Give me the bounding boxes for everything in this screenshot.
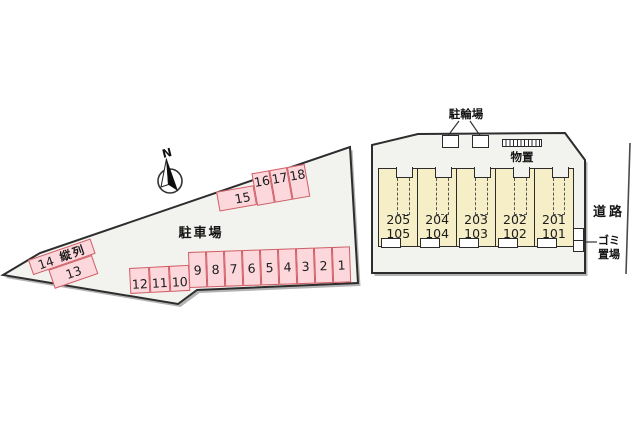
garbage-box-divider (574, 240, 583, 241)
space-number: 5 (265, 259, 274, 275)
parking-space-3: 3 (295, 247, 316, 285)
storage-units-row (502, 139, 542, 147)
unit-top-notch (551, 167, 569, 179)
unit-lower-number: 101 (541, 226, 566, 242)
garbage-area-label: ゴミ 置場 (598, 234, 620, 262)
stairs-dashed-outline (436, 178, 449, 215)
unit-upper-number: 203 (464, 212, 488, 227)
unit-lower-number: 102 (503, 226, 527, 242)
bicycle-parking-spot (442, 135, 459, 148)
road-label: 道路 (593, 205, 626, 220)
unit-top-notch (512, 167, 530, 179)
garbage-label-line1: ゴミ (598, 234, 620, 247)
unit-lower-number: 104 (425, 226, 450, 242)
compass-north-label: N (161, 145, 174, 161)
unit-lower-number: 103 (464, 226, 488, 242)
space-number: 9 (193, 262, 202, 278)
storage-label: 物置 (510, 150, 534, 164)
space-number: 4 (283, 258, 292, 275)
parking-space-11: 11 (148, 265, 171, 293)
stairs-dashed-outline (552, 178, 566, 215)
unit-top-notch (473, 167, 491, 179)
parking-space-8: 8 (205, 250, 226, 288)
stairs-dashed-outline (513, 178, 527, 215)
space-number: 13 (63, 262, 84, 282)
parking-space-9: 9 (188, 251, 208, 288)
unit-upper-number: 201 (541, 212, 566, 227)
garbage-area-box (573, 228, 584, 252)
stairs-dashed-outline (474, 178, 488, 215)
stairs-dashed-outline (397, 178, 410, 215)
space-number: 1 (337, 257, 346, 273)
compass-icon: N (157, 145, 183, 194)
parking-space-6: 6 (241, 249, 262, 287)
space-number: 8 (211, 261, 220, 277)
unit-201-101: 201 101 (533, 167, 575, 248)
space-number: 6 (247, 260, 256, 276)
parking-row-12-10: 12 11 10 (129, 264, 191, 294)
space-number: 2 (319, 257, 328, 273)
unit-upper-number: 202 (503, 212, 527, 227)
unit-upper-number: 205 (386, 212, 411, 227)
space-number: 18 (288, 166, 307, 184)
bicycle-pointer-lines (446, 120, 482, 138)
unit-entry-porch (458, 237, 480, 248)
parking-space-5: 5 (259, 248, 280, 286)
unit-number-label: 201 101 (535, 212, 574, 242)
parking-space-2: 2 (313, 246, 334, 284)
unit-lower-number: 105 (386, 226, 411, 242)
parking-space-12: 12 (129, 266, 151, 294)
space-number: 3 (301, 258, 310, 274)
space-number: 10 (171, 273, 189, 290)
unit-number-label: 204 104 (418, 212, 457, 242)
unit-entry-porch (497, 237, 519, 248)
space-number: 7 (229, 260, 238, 277)
bicycle-parking-spot (472, 135, 489, 148)
space-number: 12 (131, 276, 149, 292)
unit-top-notch (395, 167, 413, 179)
unit-203-103: 203 103 (455, 167, 497, 248)
space-number: 15 (233, 188, 252, 207)
parking-space-4: 4 (277, 248, 298, 285)
unit-upper-number: 204 (425, 212, 450, 227)
garbage-label-line2: 置場 (598, 247, 620, 261)
unit-202-102: 202 102 (494, 167, 536, 248)
parking-space-10: 10 (168, 264, 191, 292)
parking-row-9-1: 9 8 7 6 5 4 3 2 1 (188, 246, 352, 288)
unit-entry-porch (536, 237, 557, 248)
building: 205 105 204 104 203 103 (378, 167, 575, 248)
parking-space-1: 1 (331, 246, 352, 283)
parking-lot-label: 駐車場 (178, 226, 224, 241)
space-number: 16 (252, 172, 272, 190)
unit-entry-porch (419, 237, 441, 248)
unit-205-105: 205 105 (378, 167, 419, 248)
unit-number-label: 205 105 (379, 212, 418, 242)
unit-number-label: 203 103 (457, 212, 496, 242)
unit-top-notch (434, 167, 452, 179)
unit-204-104: 204 104 (416, 167, 458, 248)
unit-number-label: 202 102 (496, 212, 535, 242)
space-number: 17 (270, 169, 289, 187)
unit-entry-porch (380, 237, 402, 248)
bicycle-parking-label: 駐輪場 (448, 107, 484, 121)
space-number: 11 (151, 275, 169, 291)
parking-space-7: 7 (223, 250, 244, 287)
road-edge-line (625, 142, 631, 275)
